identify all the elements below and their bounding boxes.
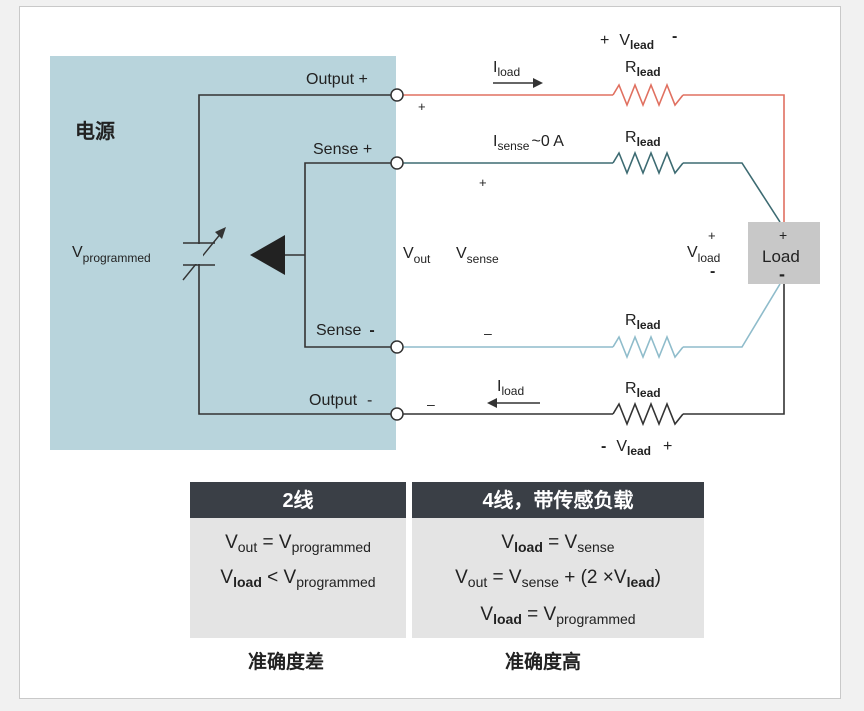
vload-plus-sign: + [708,228,716,243]
iload-bottom-arrow-icon [487,398,497,408]
rlead-label-1: Rlead [625,59,661,79]
two-wire-header: 2线 [282,488,313,512]
power-supply-box [50,56,396,450]
output-minus-label: Output- [309,392,372,409]
power-supply-title: 电源 [75,120,115,143]
iload-top-arrow-icon [533,78,543,88]
terminal-sense-minus [390,340,404,354]
terminal-output-minus [390,407,404,421]
vload-label: Vload [687,244,720,265]
polarity-minus-output: – [427,396,435,412]
vlead-top-label: +Vlead- [600,28,677,52]
iload-top-label: Iload [493,59,520,79]
iload-bottom-label: Iload [497,378,524,398]
vprogrammed-label: Vprogrammed [72,244,151,265]
terminal-sense-plus [390,156,404,170]
load-box [748,222,820,284]
sense-minus-label: Sense- [316,322,375,339]
sense-minus-wire-to-load [683,283,781,348]
resistor-bottom-2 [612,401,684,427]
rlead-label-3: Rlead [625,312,661,332]
two-wire-eq-1: Vout = Vprogrammed [225,532,371,555]
four-wire-caption: 准确度高 [505,650,581,673]
four-wire-eq-2: Vout = Vsense + (2 ×Vlead) [455,567,661,590]
rlead-label-4: Rlead [625,380,661,400]
four-wire-header: 4线，带传感负载 [482,488,633,512]
rlead-label-2: Rlead [625,129,661,149]
source-gap [195,244,203,264]
table-header-two-wire [190,482,406,518]
sense-plus-wire-to-load [683,162,781,223]
two-wire-caption: 准确度差 [248,650,324,673]
vsense-label: Vsense [456,245,499,266]
four-wire-eq-1: Vload = Vsense [501,532,614,555]
two-wire-eq-2: Vload < Vprogrammed [220,567,375,590]
load-label: Load [762,247,800,266]
resistor-top-1 [612,82,684,108]
vload-minus-sign: - [710,263,715,280]
four-wire-eq-3: Vload = Vprogrammed [480,604,635,627]
terminal-output-plus [390,88,404,102]
sense-amplifier-icon [250,235,285,275]
resistor-top-2 [612,150,684,176]
vout-label: Vout [403,245,431,266]
output-plus-wire-to-load [683,94,785,222]
table-body-two-wire [190,518,406,638]
table-body-four-wire [412,518,704,638]
polarity-plus-sense: + [479,175,487,190]
sense-plus-label: Sense + [313,141,372,158]
output-minus-wire-to-load [683,284,785,415]
load-plus-sign: + [779,227,787,243]
isense-label: Isense~0 A [493,133,564,153]
polarity-minus-sense: – [484,325,492,341]
polarity-plus-output: + [418,99,426,114]
resistor-bottom-1 [612,334,684,360]
variable-source-arrow-icon [215,227,226,239]
vlead-bottom-label: -Vlead+ [601,438,672,458]
output-plus-label: Output + [306,71,368,88]
table-header-four-wire [412,482,704,518]
load-minus-sign: - [779,264,785,284]
